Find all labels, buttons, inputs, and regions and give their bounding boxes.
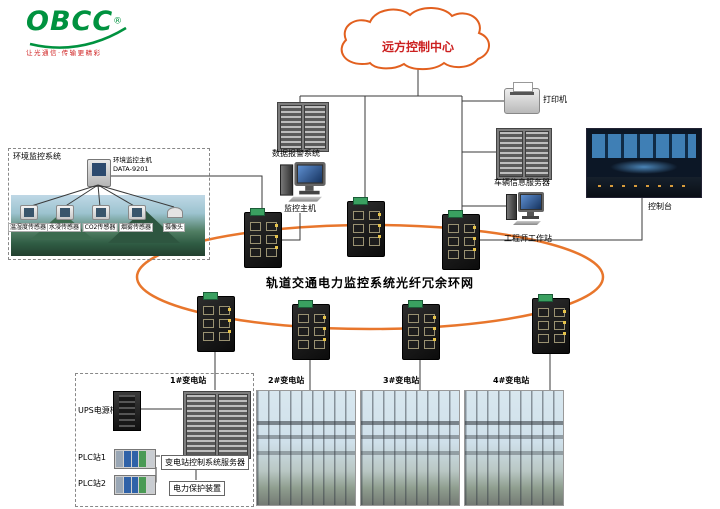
env-host-name: 环境监控主机 [113,156,152,164]
plc1-label: PLC站1 [78,453,106,462]
env-host-model: DATA-9201 [113,165,149,173]
printer-label: 打印机 [543,95,567,104]
sensor-label: 摄像头 [162,223,186,233]
plc2-icon [114,475,156,495]
registered-mark: ® [113,16,123,27]
data-alarm-server [277,102,329,152]
remote-control-center-label: 远方控制中心 [381,40,454,54]
station-4-label: 4#变电站 [493,376,530,385]
station-2-label: 2#变电站 [268,376,305,385]
ring-network-label: 轨道交通电力监控系统光纤冗余环网 [265,276,474,290]
ethernet-switch-top-1 [244,208,282,268]
brand-name: OBCC [26,6,114,37]
env-fan-lines [27,184,175,208]
camera-icon [167,207,183,218]
sensor-label: 水浸传感器 [46,223,82,233]
station-server-label: 变电站控制系统服务器 [161,455,249,470]
sensor-label: 温湿度传感器 [7,223,49,233]
substation-photo-3 [464,390,564,506]
logo-swoosh [29,26,127,49]
brand-logo: OBCC® 让光通信·传输更精彩 [26,6,146,57]
console-label: 控制台 [648,202,672,211]
vehicle-info-server [496,128,552,180]
monitor-host-label: 监控主机 [284,204,316,213]
smoke-sensor-icon [128,205,146,220]
data-alarm-system-label: 数据报警系统 [272,149,320,158]
temp-humidity-sensor-icon [20,205,38,220]
station-1-equipment-box: UPS电源柜 变电站控制系统服务器 PLC站1 PLC站2 电力保护装置 [75,373,254,507]
ethernet-switch-station-2 [292,300,330,360]
brand-tagline: 让光通信·传输更精彩 [26,49,102,57]
monitor-host-computer [280,162,326,203]
ethernet-switch-station-4 [532,294,570,354]
station-3-label: 3#变电站 [383,376,420,385]
water-leak-sensor-icon [56,205,74,220]
plc2-label: PLC站2 [78,479,106,488]
station-control-server [183,391,251,459]
engineer-workstation-computer [506,192,544,226]
substation-photo-1 [256,390,356,506]
ethernet-switch-station-3 [402,300,440,360]
printer-icon [504,82,540,114]
env-box-title: 环境监控系统 [13,152,61,161]
station-1-label: 1#变电站 [170,376,207,385]
vehicle-server-label: 车辆信息服务器 [494,178,550,187]
ethernet-switch-top-3 [442,210,480,270]
ups-cabinet-icon [113,391,141,431]
protection-device-label: 电力保护装置 [169,481,225,496]
ethernet-switch-station-1 [197,292,235,352]
env-host-icon [87,159,111,187]
ups-label: UPS电源柜 [78,406,118,415]
ethernet-switch-top-2 [347,197,385,257]
substation-photo-2 [360,390,460,506]
engineer-workstation-label: 工程师工作站 [504,234,552,243]
sensor-label: 烟雾传感器 [118,223,154,233]
cloud-outline [340,7,490,71]
plc1-icon [114,449,156,469]
sensor-label: CO2传感器 [82,223,118,233]
control-room-photo [586,128,702,198]
co2-sensor-icon [92,205,110,220]
environment-monitoring-box: 环境监控系统 环境监控主机 DATA-9201 温湿度传感器 水浸传感器 CO2… [7,148,210,260]
